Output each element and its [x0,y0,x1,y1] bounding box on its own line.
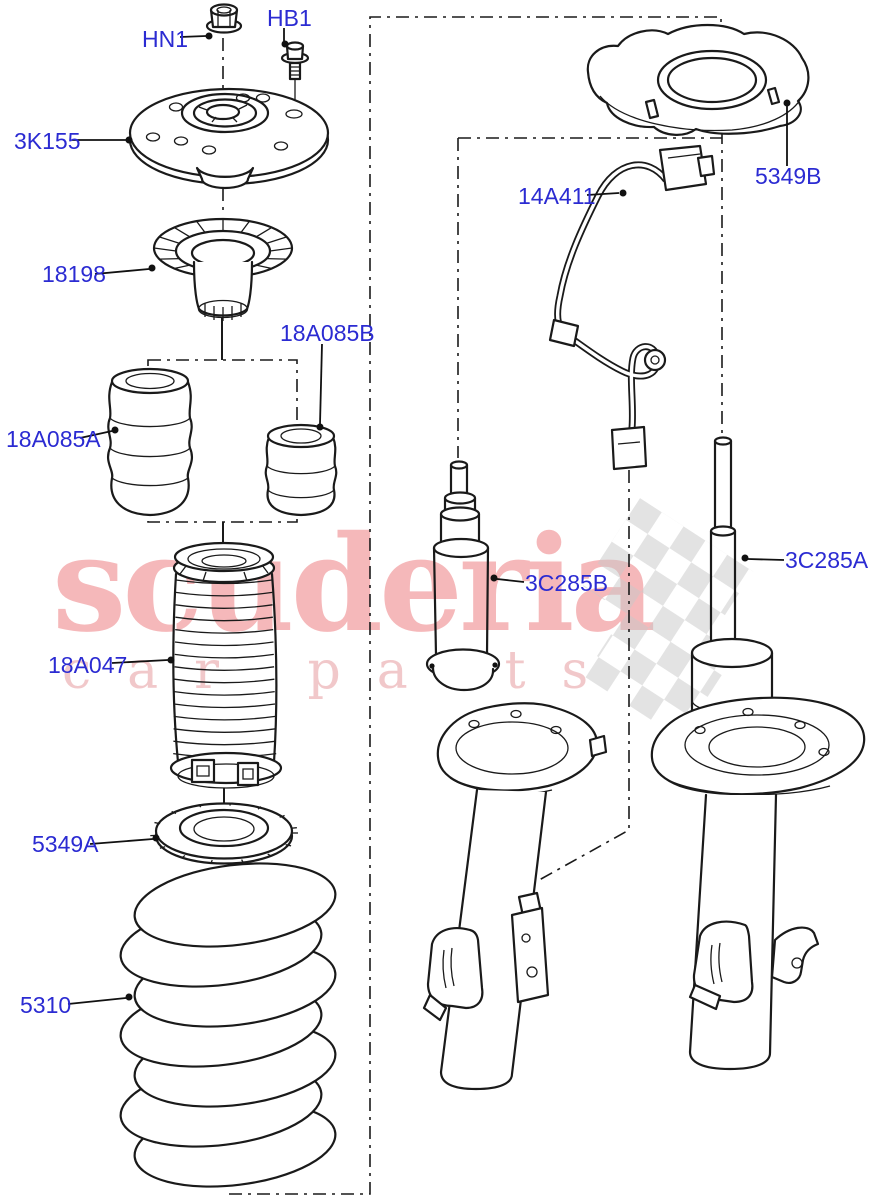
flanged-bolt-illustration [280,41,310,81]
bump-stop-b-illustration [264,423,338,517]
part-label-5349B[interactable]: 5349B [755,163,822,189]
part-label-18A047[interactable]: 18A047 [48,652,127,678]
bump-stop-a-illustration [106,367,194,517]
watermark-tagline-text: car parts [62,641,624,701]
coil-spring-illustration [119,862,337,1188]
boot-corrugation-lines [173,579,277,758]
part-label-HB1[interactable]: HB1 [267,5,312,31]
part-label-18A085B[interactable]: 18A085B [280,320,375,346]
top-spring-plate-illustration [586,23,810,136]
flanged-nut-illustration [205,3,243,34]
part-label-5310[interactable]: 5310 [20,992,71,1018]
top-mount-illustration [128,87,330,190]
part-label-18198[interactable]: 18198 [42,261,106,287]
part-label-14A411[interactable]: 14A411 [518,183,596,209]
part-label-5349A[interactable]: 5349A [32,831,99,857]
label-leader-lines [67,28,791,1005]
sensor-cable-illustration [548,144,716,471]
left-strut-illustration [422,460,608,1091]
watermark-brand-text: scuderia [52,507,654,662]
part-label-3C285A[interactable]: 3C285A [785,547,869,573]
spring-seat-ring-illustration [150,802,298,865]
part-label-3K155[interactable]: 3K155 [14,128,81,154]
part-labels: HN1 HB1 3K155 18198 18A085B 18A085A 18A0… [6,5,869,1018]
part-label-HN1[interactable]: HN1 [142,26,188,52]
part-label-18A085A[interactable]: 18A085A [6,426,101,452]
part-label-3C285B[interactable]: 3C285B [525,570,608,596]
right-strut-illustration [650,436,866,1071]
watermark: scuderia car parts [52,498,754,739]
bearing-illustration [152,217,294,321]
bearing-rib-lines [153,219,293,277]
dust-boot-illustration [169,541,283,789]
